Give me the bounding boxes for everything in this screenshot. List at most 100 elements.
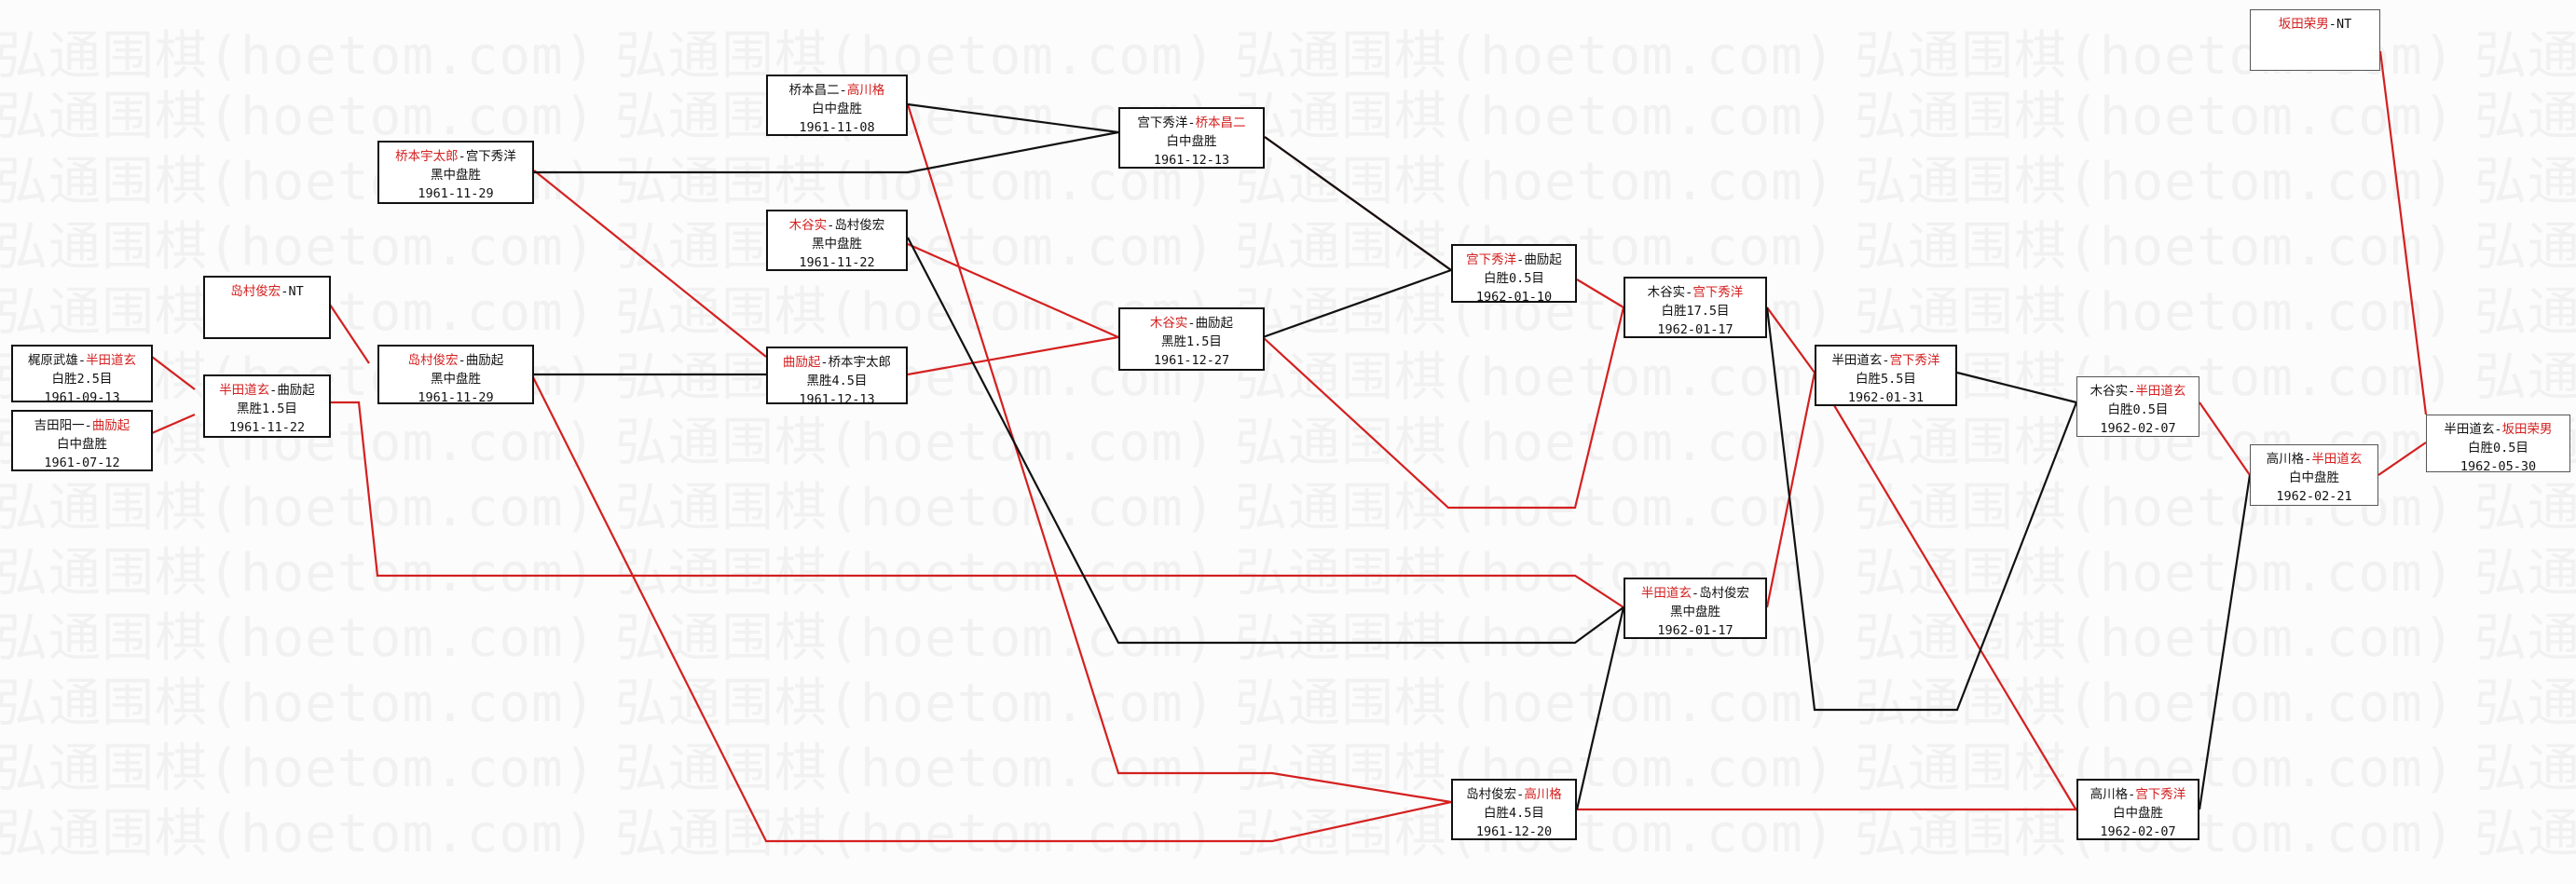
- player-two-name: 高川格: [846, 83, 885, 98]
- watermark-text: 弘通围棋(hoetom.com): [615, 26, 1216, 87]
- player-separator: -: [1516, 787, 1525, 802]
- player-two-name: 坂田荣男: [2501, 422, 2553, 437]
- player-one-name: 半田道玄: [2444, 422, 2495, 437]
- watermark-text: 弘通围棋(hoetom.com): [2474, 152, 2576, 212]
- watermark-text: 弘通围棋(hoetom.com): [2474, 282, 2576, 343]
- player-separator: -: [1516, 252, 1525, 267]
- watermark-text: 弘通围棋(hoetom.com): [1235, 413, 1836, 473]
- player-two-name: 曲励起: [91, 418, 130, 433]
- game-result: 黑中盘胜: [812, 237, 862, 252]
- player-pair: 曲励起-桥本宇太郎: [768, 353, 906, 372]
- player-pair: 宫下秀洋-曲励起: [1453, 251, 1575, 269]
- watermark-text: 弘通围棋(hoetom.com): [2474, 347, 2576, 408]
- player-pair: 高川格-半田道玄: [2251, 450, 2377, 469]
- connector-g10-g12: [1264, 136, 1452, 271]
- player-pair: 岛村俊宏-NT: [205, 282, 329, 301]
- connector-g8-g14: [907, 237, 1624, 645]
- player-one-name: 木谷实: [2090, 384, 2129, 399]
- game-result: 白中盘胜: [57, 437, 107, 452]
- connector-g11-g13: [1262, 306, 1625, 510]
- watermark-text: 弘通围棋(hoetom.com): [1235, 347, 1836, 408]
- game-result: 白胜0.5目: [1484, 271, 1544, 286]
- watermark-text: 弘通围棋(hoetom.com): [2474, 608, 2576, 669]
- game-result: 白胜4.5目: [1484, 806, 1544, 821]
- watermark-text: 弘通围棋(hoetom.com): [1855, 217, 2456, 278]
- game-card-g20[interactable]: 坂田荣男-NT: [2250, 9, 2380, 71]
- watermark-text: 弘通围棋(hoetom.com): [2474, 478, 2576, 538]
- player-one-name: 曲励起: [782, 355, 821, 370]
- player-separator: -: [2128, 384, 2136, 399]
- game-card-g2[interactable]: 吉田阳一-曲励起白中盘胜 1961-07-12: [11, 410, 153, 471]
- player-two-name: 岛村俊宏: [834, 218, 885, 233]
- player-one-name: 高川格: [2090, 787, 2129, 802]
- player-two-name: 半田道玄: [86, 353, 137, 368]
- player-separator: -: [281, 284, 289, 299]
- game-result: 白胜2.5目: [51, 372, 113, 387]
- watermark-text: 弘通围棋(hoetom.com): [615, 478, 1216, 538]
- game-date: 1961-12-20: [1475, 824, 1553, 839]
- watermark-text: 弘通围棋(hoetom.com): [1235, 87, 1836, 147]
- player-two-name: 曲励起: [277, 383, 315, 398]
- player-separator: -: [2304, 452, 2312, 467]
- player-one-name: 宫下秀洋: [1137, 116, 1188, 130]
- watermark-text: 弘通围棋(hoetom.com): [615, 673, 1216, 734]
- game-date: 1962-02-21: [2276, 489, 2352, 504]
- player-two-name: 半田道玄: [2135, 384, 2186, 399]
- game-date: 1961-12-13: [799, 392, 875, 407]
- player-two-name: 宫下秀洋: [1889, 353, 1940, 368]
- player-two-name: 曲励起: [465, 353, 504, 368]
- player-separator: -: [1187, 316, 1196, 331]
- connector-g5-g10: [534, 130, 1119, 174]
- connector-g4-g14: [331, 401, 1624, 608]
- player-separator: -: [839, 83, 847, 98]
- game-date: 1961-11-22: [799, 255, 875, 270]
- player-separator: -: [77, 353, 87, 368]
- game-result: 黑胜1.5目: [237, 401, 297, 416]
- game-date: 1961-07-12: [44, 456, 120, 470]
- player-pair: 木谷实-宫下秀洋: [1625, 283, 1765, 302]
- player-pair: 吉田阳一-曲励起: [13, 416, 151, 435]
- player-pair: 木谷实-曲励起: [1120, 314, 1263, 333]
- game-date: 1961-11-22: [228, 420, 306, 435]
- player-one-name: 岛村俊宏: [407, 353, 459, 368]
- watermark-text: 弘通围棋(hoetom.com): [0, 673, 596, 734]
- watermark-text: 弘通围棋(hoetom.com): [2474, 739, 2576, 799]
- player-one-name: 岛村俊宏: [1466, 787, 1517, 802]
- game-card-g3[interactable]: 岛村俊宏-NT: [203, 276, 331, 339]
- player-separator: -: [458, 353, 466, 368]
- watermark-text: 弘通围棋(hoetom.com): [0, 543, 596, 604]
- player-pair: 高川格-宫下秀洋: [2078, 785, 2198, 804]
- player-two-name: NT: [2336, 17, 2352, 32]
- game-date: 1961-12-13: [1153, 153, 1230, 168]
- player-one-name: 桥本昌二: [788, 83, 840, 98]
- watermark-text: 弘通围棋(hoetom.com): [615, 739, 1216, 799]
- connector-g17-g19: [2199, 401, 2251, 476]
- player-pair: 半田道玄-宫下秀洋: [1816, 351, 1955, 370]
- watermark-text: 弘通围棋(hoetom.com): [0, 217, 596, 278]
- connector-g5-g9: [533, 170, 767, 358]
- game-date: 1962-05-30: [2460, 459, 2537, 474]
- player-separator: -: [820, 355, 829, 370]
- watermark-text: 弘通围棋(hoetom.com): [2474, 217, 2576, 278]
- watermark-text: 弘通围棋(hoetom.com): [1855, 152, 2456, 212]
- connector-g9-g11: [907, 335, 1119, 376]
- watermark-text: 弘通围棋(hoetom.com): [615, 413, 1216, 473]
